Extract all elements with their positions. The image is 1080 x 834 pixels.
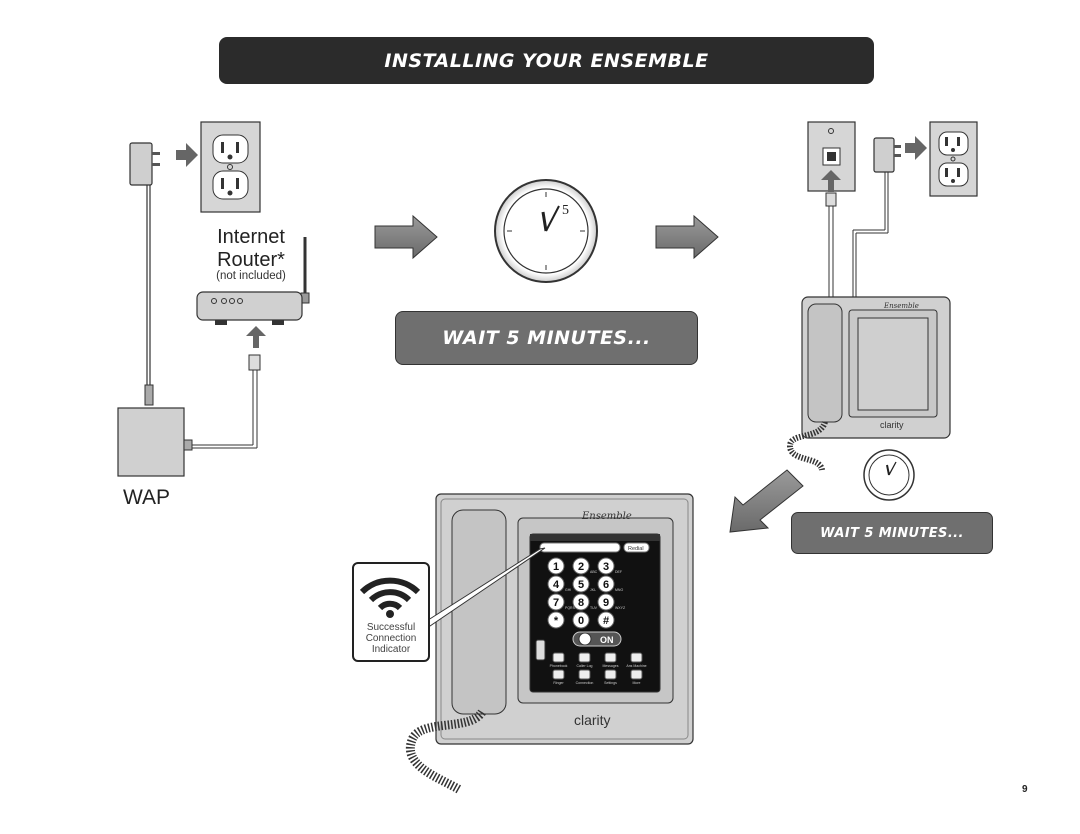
svg-text:9: 9 [603, 597, 609, 609]
svg-text:DEF: DEF [615, 570, 622, 574]
plug-arrow-right [905, 136, 927, 160]
wap-device [117, 407, 193, 477]
diagonal-arrow [729, 469, 804, 533]
phone-menu-messages[interactable]: Messages [603, 652, 619, 668]
router-label: Internet Router* [196, 226, 306, 272]
wait-banner-small: WAIT 5 MINUTES... [791, 512, 993, 554]
svg-text:7: 7 [553, 597, 559, 609]
svg-text:PQRS: PQRS [565, 606, 576, 610]
svg-text:*: * [554, 615, 559, 627]
router-label-line1: Internet [217, 226, 285, 248]
keypad-key-0[interactable]: 0 [572, 611, 590, 629]
svg-text:Ans Machine: Ans Machine [626, 664, 646, 668]
svg-text:JKL: JKL [590, 588, 596, 592]
indicator-line-3: Indicator [371, 644, 411, 655]
svg-text:Redial: Redial [628, 546, 644, 552]
svg-text:8: 8 [578, 597, 584, 609]
small-phone-brand: clarity [880, 420, 904, 430]
keypad-key-star[interactable]: * [547, 611, 565, 629]
indicator-line-1: Successful [366, 622, 416, 633]
clock-icon: 5 [494, 179, 598, 283]
indicator-line-2: Connection [365, 633, 417, 644]
section-header: INSTALLING YOUR ENSEMBLE [219, 37, 874, 84]
svg-text:1: 1 [553, 561, 559, 573]
phone-menu-connection[interactable]: Connection [576, 669, 594, 685]
svg-text:2: 2 [578, 561, 584, 573]
svg-text:0: 0 [578, 615, 584, 627]
phone-menu-ringer[interactable]: Ringer [552, 669, 565, 685]
svg-text:Settings: Settings [604, 681, 617, 685]
phone-line-cable [825, 192, 837, 297]
internet-router [196, 237, 310, 325]
plug-arrow-left [176, 143, 198, 167]
svg-text:Messages: Messages [603, 664, 619, 668]
svg-text:Ringer: Ringer [553, 681, 564, 685]
wifi-symbol [359, 577, 421, 618]
wait-banner-large: WAIT 5 MINUTES... [395, 311, 698, 365]
keypad-key-hash[interactable]: # [597, 611, 615, 629]
phone-menu-more[interactable]: More [630, 669, 643, 685]
keypad-key-1[interactable]: 1 [547, 557, 565, 575]
svg-text:More: More [633, 681, 641, 685]
ethernet-cable [190, 354, 261, 449]
svg-text:Connection: Connection [576, 681, 594, 685]
svg-text:WXYZ: WXYZ [615, 606, 626, 610]
svg-text:TUV: TUV [590, 606, 598, 610]
router-label-line2: Router* [217, 249, 285, 271]
small-clock-icon [863, 449, 915, 501]
small-phone: Ensemble clarity [786, 296, 951, 472]
step-arrow-2 [655, 214, 719, 260]
svg-text:Phonebook: Phonebook [550, 664, 568, 668]
indicator-label: Successful Connection Indicator [352, 622, 430, 655]
svg-text:4: 4 [553, 579, 560, 591]
svg-text:6: 6 [603, 579, 609, 591]
up-arrow-jack [821, 170, 841, 192]
wap-label: WAP [123, 486, 171, 509]
phone-menu-settings[interactable]: Settings [604, 669, 617, 685]
phone-menu-phonebook[interactable]: Phonebook [550, 652, 568, 668]
svg-text:MNO: MNO [615, 588, 623, 592]
svg-text:ON: ON [600, 635, 614, 645]
small-phone-logo: Ensemble [883, 302, 919, 310]
svg-text:GHI: GHI [565, 588, 571, 592]
phone-logo: Ensemble [581, 511, 632, 522]
power-adapter-right [852, 137, 901, 297]
wall-outlet-left [200, 121, 261, 213]
svg-text:Caller Log: Caller Log [577, 664, 593, 668]
page-number: 9 [1022, 784, 1028, 795]
svg-text:ABC: ABC [590, 570, 598, 574]
step-arrow-1 [374, 214, 438, 260]
svg-text:5: 5 [578, 579, 584, 591]
phone-menu-caller-log[interactable]: Caller Log [577, 652, 593, 668]
phone-menu-ans-machine[interactable]: Ans Machine [626, 652, 647, 668]
phone-brand: clarity [574, 712, 611, 728]
up-arrow-router [246, 326, 266, 348]
svg-text:3: 3 [603, 561, 609, 573]
svg-text:5: 5 [562, 203, 569, 218]
power-adapter-left [129, 142, 160, 406]
svg-text:#: # [603, 615, 609, 627]
wall-outlet-right [929, 121, 978, 197]
router-note: (not included) [216, 270, 286, 282]
